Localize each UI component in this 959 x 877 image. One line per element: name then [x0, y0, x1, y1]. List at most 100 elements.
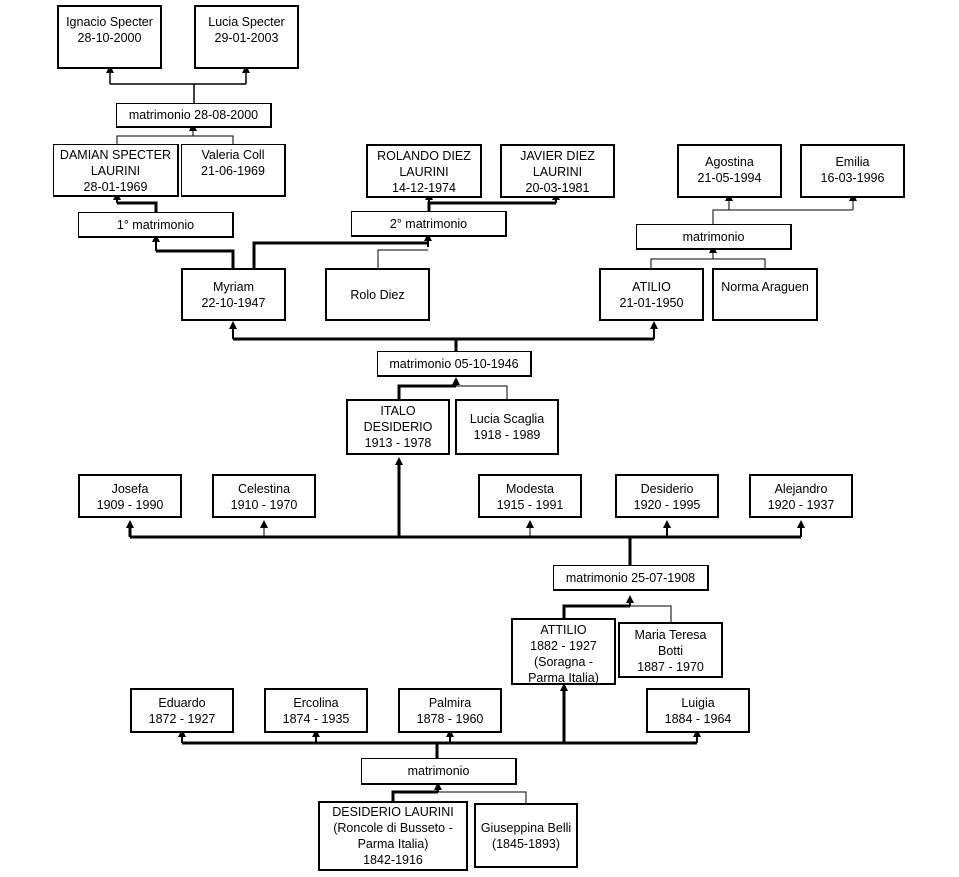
person-name: Lucia Specter	[208, 15, 285, 29]
person-dates: 21-06-1969	[201, 164, 265, 178]
person-dates: 1910 - 1970	[230, 498, 298, 512]
connector-damian-valeria	[116, 135, 234, 145]
person-dates: 1884 - 1964	[664, 712, 732, 726]
person-italo-desiderio[interactable]: ITALO DESIDERIO 1913 - 1978	[346, 399, 450, 455]
person-norma-araguen[interactable]: Norma Araguen	[712, 268, 818, 321]
person-name: Eduardo	[158, 696, 206, 710]
person-dates: 21-05-1994	[697, 171, 762, 185]
person-name: Myriam	[213, 279, 254, 294]
person-name: Desiderio	[640, 482, 694, 496]
person-luigia[interactable]: Luigia 1884 - 1964	[646, 688, 750, 733]
marriage-label: 1° matrimonio	[116, 217, 195, 232]
person-myriam[interactable]: Myriam 22-10-1947	[181, 268, 286, 321]
marriage-second[interactable]: 2° matrimonio	[351, 211, 507, 237]
person-dates: 1878 - 1960	[416, 712, 484, 726]
marriage-italo-lucia[interactable]: matrimonio 05-10-1946	[377, 351, 532, 377]
person-name: Maria Teresa	[634, 628, 707, 642]
person-damian-specter-laurini[interactable]: DAMIAN SPECTER LAURINI 28-01-1969	[53, 144, 179, 197]
person-dates: 1918 - 1989	[473, 428, 541, 442]
marriage-label: matrimonio 05-10-1946	[389, 356, 519, 371]
person-name: ROLANDO DIEZ	[377, 149, 471, 163]
person-javier-diez-laurini[interactable]: JAVIER DIEZ LAURINI 20-03-1981	[500, 144, 615, 198]
person-name: Emilia	[835, 155, 870, 169]
connector-myriam-first	[156, 249, 235, 268]
connector-maria-teresa	[630, 605, 672, 622]
person-name: Ercolina	[293, 696, 339, 710]
person-name: Josefa	[111, 482, 149, 496]
marriage-label: matrimonio 25-07-1908	[565, 570, 696, 585]
connector-atilio-norma	[650, 258, 766, 268]
person-lucia-specter[interactable]: Lucia Specter 29-01-2003	[194, 5, 299, 69]
person-dates: 1842-1916	[363, 853, 423, 867]
person-emilia[interactable]: Emilia 16-03-1996	[800, 144, 905, 198]
person-desiderio-laurini[interactable]: DESIDERIO LAURINI (Roncole di Busseto - …	[318, 801, 468, 871]
person-birthplace-2: Parma Italia)	[357, 837, 429, 851]
person-name-2: LAURINI	[399, 165, 449, 179]
marriage-label: matrimonio	[407, 764, 470, 778]
person-name: DAMIAN SPECTER	[59, 148, 172, 162]
connector-lucia-scaglia	[456, 385, 508, 399]
person-dates: 1920 - 1937	[767, 498, 835, 512]
person-name: DESIDERIO LAURINI	[332, 805, 454, 819]
person-dates: 1913 - 1978	[364, 436, 432, 450]
person-celestina[interactable]: Celestina 1910 - 1970	[212, 474, 316, 518]
person-agostina[interactable]: Agostina 21-05-1994	[677, 144, 782, 198]
person-dates: 16-03-1996	[820, 171, 885, 185]
person-name: Modesta	[506, 482, 554, 496]
person-modesta[interactable]: Modesta 1915 - 1991	[478, 474, 582, 518]
person-rolo-diez[interactable]: Rolo Diez	[325, 268, 430, 321]
person-josefa[interactable]: Josefa 1909 - 1990	[78, 474, 182, 518]
person-atilio[interactable]: ATILIO 21-01-1950	[599, 268, 704, 321]
marriage-attilio-maria[interactable]: matrimonio 25-07-1908	[553, 565, 709, 591]
person-dates: (1845-1893)	[491, 836, 561, 851]
person-dates: 22-10-1947	[201, 295, 266, 310]
marriage-desiderio-giuseppina[interactable]: matrimonio	[361, 758, 517, 785]
person-attilio[interactable]: ATTILIO 1882 - 1927 (Soragna - Parma Ita…	[511, 618, 616, 685]
connector-desiderio-children	[182, 741, 697, 758]
person-name: Celestina	[237, 482, 291, 496]
marriage-label: matrimonio 28-08-2000	[128, 108, 259, 122]
connector-italo	[397, 384, 456, 399]
person-name: Palmira	[428, 696, 472, 710]
connector-myriam-second	[252, 241, 428, 268]
person-maria-teresa-botti[interactable]: Maria Teresa Botti 1887 - 1970	[618, 622, 723, 678]
person-name: ATILIO	[632, 279, 671, 294]
person-name: Giuseppina Belli	[480, 820, 572, 835]
person-dates: 1887 - 1970	[637, 660, 704, 674]
person-name-2: Botti	[657, 644, 683, 658]
connector-rolo	[377, 249, 428, 268]
marriage-first[interactable]: 1° matrimonio	[78, 212, 234, 238]
connector-first-marriage	[117, 201, 158, 212]
person-lucia-scaglia[interactable]: Lucia Scaglia 1918 - 1989	[455, 399, 559, 455]
person-name: Agostina	[705, 155, 754, 169]
person-giuseppina-belli[interactable]: Giuseppina Belli (1845-1893)	[474, 803, 578, 868]
person-name: JAVIER DIEZ	[520, 149, 595, 163]
person-name: Lucia Scaglia	[469, 412, 545, 426]
person-eduardo[interactable]: Eduardo 1872 - 1927	[130, 688, 234, 733]
person-name: ITALO	[380, 404, 416, 418]
connector-italo-children	[233, 337, 654, 351]
person-ercolina[interactable]: Ercolina 1874 - 1935	[264, 688, 368, 733]
person-name-2: LAURINI	[532, 165, 583, 179]
person-dates: 28-01-1969	[83, 180, 148, 194]
person-valeria-coll[interactable]: Valeria Coll 21-06-1969	[181, 144, 286, 197]
person-dates: 21-01-1950	[619, 295, 684, 310]
marriage-label: matrimonio	[682, 229, 745, 244]
person-palmira[interactable]: Palmira 1878 - 1960	[398, 688, 502, 733]
person-desiderio-1920[interactable]: Desiderio 1920 - 1995	[615, 474, 719, 518]
connector-giuseppina	[438, 791, 527, 804]
person-rolando-diez-laurini[interactable]: ROLANDO DIEZ LAURINI 14-12-1974	[366, 144, 482, 198]
person-alejandro[interactable]: Alejandro 1920 - 1937	[749, 474, 853, 518]
person-birthplace: (Roncole di Busseto -	[333, 821, 453, 835]
connector-attilio	[562, 604, 630, 618]
person-dates: 1874 - 1935	[282, 712, 350, 726]
marriage-atilio-norma[interactable]: matrimonio	[636, 224, 792, 250]
person-name: Norma Araguen	[721, 280, 809, 294]
person-ignacio-specter[interactable]: Ignacio Specter 28-10-2000	[57, 5, 162, 69]
marriage-damian-valeria[interactable]: matrimonio 28-08-2000	[116, 103, 272, 128]
connector-desiderio-laurini	[391, 790, 438, 802]
person-name-2: DESIDERIO	[363, 420, 433, 434]
connector-m-damian-children	[110, 83, 246, 103]
person-name: Valeria Coll	[201, 148, 265, 162]
